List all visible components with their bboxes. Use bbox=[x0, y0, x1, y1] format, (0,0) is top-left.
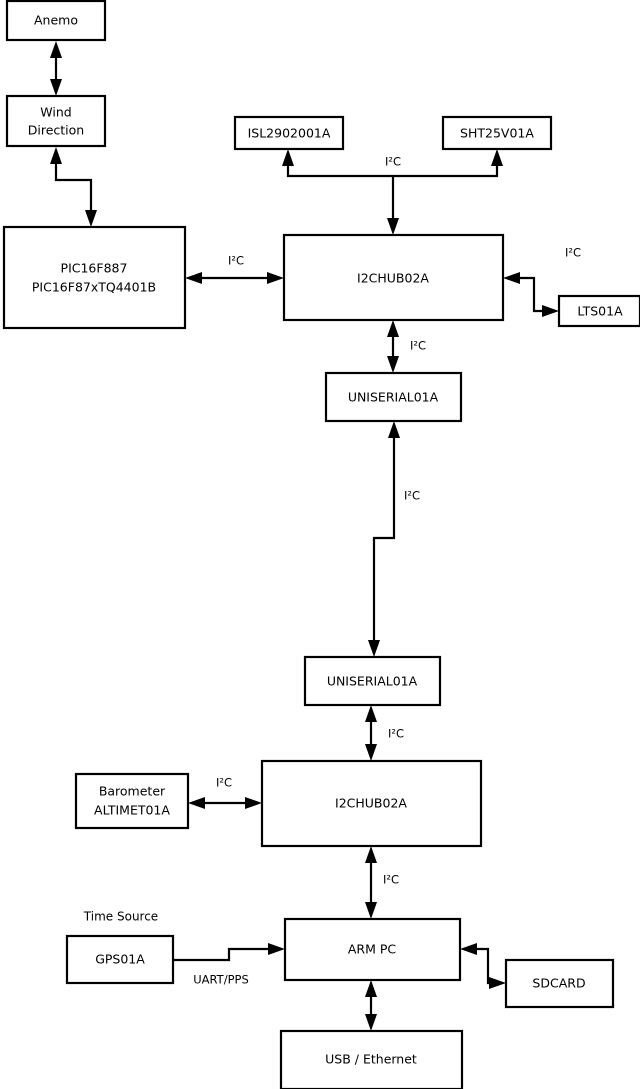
node-i2chub02a-top-label: I2CHUB02A bbox=[357, 271, 429, 286]
edge-hub-uniserial bbox=[387, 320, 399, 373]
edge-label-i2c-hub-lts: I²C bbox=[565, 246, 581, 260]
node-sht25v01a[interactable]: SHT25V01A bbox=[441, 115, 553, 151]
node-barometer-altimet01a[interactable]: Barometer ALTIMET01A bbox=[74, 772, 190, 830]
node-pic16f887-label-line1: PIC16F887 bbox=[61, 261, 128, 276]
label-time-source: Time Source bbox=[83, 910, 158, 924]
node-wind-direction-label-line2: Direction bbox=[28, 123, 84, 138]
node-pic16f887-label-line2: PIC16F87xTQ4401B bbox=[32, 280, 156, 295]
edge-label-uart-pps: UART/PPS bbox=[193, 973, 249, 987]
node-anemo[interactable]: Anemo bbox=[5, 0, 107, 42]
node-pic16f887[interactable]: PIC16F887 PIC16F87xTQ4401B bbox=[2, 225, 187, 330]
node-usb-ethernet-label: USB / Ethernet bbox=[325, 1052, 417, 1067]
edge-hub-sensors-bus bbox=[282, 149, 503, 235]
edge-armpc-usbeth bbox=[365, 980, 377, 1031]
edge-label-i2c-hub-uniserial: I²C bbox=[410, 339, 426, 353]
edge-uniserial-uniserial bbox=[368, 421, 400, 657]
node-arm-pc-label: ARM PC bbox=[348, 942, 397, 957]
edge-uniserial-hub2 bbox=[365, 705, 377, 761]
edge-pic-hub bbox=[185, 272, 284, 284]
node-sdcard[interactable]: SDCARD bbox=[504, 958, 615, 1009]
node-usb-ethernet[interactable]: USB / Ethernet bbox=[279, 1029, 464, 1089]
edge-hub-lts bbox=[503, 272, 559, 317]
node-isl2902001a-label: ISL2902001A bbox=[248, 126, 331, 141]
edge-label-i2c-uniserial-hub2: I²C bbox=[388, 727, 404, 741]
node-uniserial01a-bottom-label: UNISERIAL01A bbox=[327, 674, 418, 689]
edge-label-i2c-top-bus: I²C bbox=[385, 155, 401, 169]
node-sdcard-label: SDCARD bbox=[532, 976, 585, 991]
edge-gps-armpc bbox=[173, 943, 285, 962]
edge-hub2-armpc bbox=[365, 846, 377, 919]
edge-wind-pic bbox=[50, 147, 97, 227]
node-gps01a-label: GPS01A bbox=[95, 952, 145, 967]
edge-label-i2c-baro-hub2: I²C bbox=[216, 776, 232, 790]
node-arm-pc[interactable]: ARM PC bbox=[283, 917, 462, 982]
edge-armpc-sdcard bbox=[460, 943, 506, 989]
node-uniserial01a-bottom[interactable]: UNISERIAL01A bbox=[303, 655, 442, 707]
node-lts01a[interactable]: LTS01A bbox=[557, 294, 640, 328]
node-i2chub02a-top[interactable]: I2CHUB02A bbox=[282, 233, 505, 322]
node-barometer-label-line2: ALTIMET01A bbox=[94, 803, 170, 818]
node-lts01a-label: LTS01A bbox=[577, 304, 623, 319]
edge-baro-hub2 bbox=[188, 797, 262, 809]
node-uniserial01a-top[interactable]: UNISERIAL01A bbox=[324, 371, 463, 423]
node-wind-direction[interactable]: Wind Direction bbox=[5, 94, 107, 148]
edge-anemo-wind bbox=[50, 41, 62, 96]
edge-label-i2c-uniserial-uniserial: I²C bbox=[404, 489, 420, 503]
node-i2chub02a-bottom-label: I2CHUB02A bbox=[335, 796, 407, 811]
edge-label-i2c-pic-hub: I²C bbox=[228, 254, 244, 268]
node-anemo-label: Anemo bbox=[34, 13, 78, 28]
node-uniserial01a-top-label: UNISERIAL01A bbox=[348, 390, 439, 405]
node-isl2902001a[interactable]: ISL2902001A bbox=[233, 115, 345, 151]
node-gps01a[interactable]: GPS01A bbox=[65, 934, 175, 985]
node-barometer-label-line1: Barometer bbox=[99, 784, 166, 799]
edge-label-i2c-hub2-armpc: I²C bbox=[383, 873, 399, 887]
node-sht25v01a-label: SHT25V01A bbox=[460, 126, 534, 141]
node-i2chub02a-bottom[interactable]: I2CHUB02A bbox=[260, 759, 483, 848]
node-wind-direction-label-line1: Wind bbox=[40, 105, 71, 120]
